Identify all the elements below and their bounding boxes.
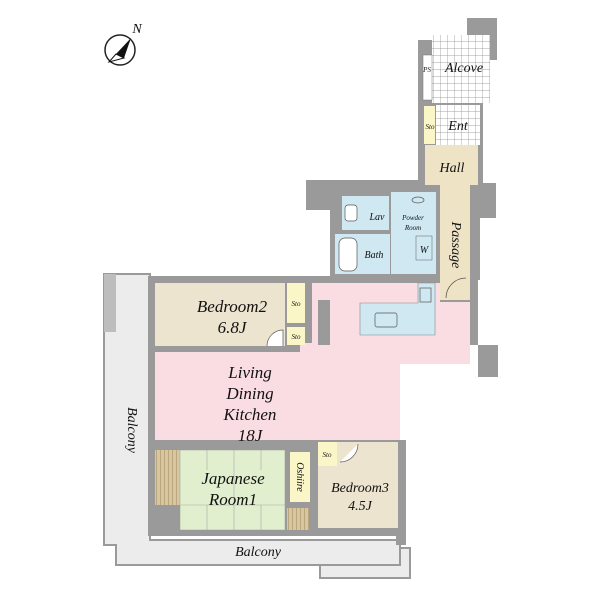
- alcove-label: Alcove: [444, 61, 483, 76]
- bedroom3-label: Bedroom3: [331, 481, 389, 496]
- north-label: N: [131, 22, 142, 37]
- hall-label: Hall: [439, 161, 465, 176]
- powder-label-1: Powder: [401, 214, 424, 222]
- bedroom2-door[interactable]: [266, 329, 284, 347]
- powder-room: [391, 192, 436, 274]
- ent-label: Ent: [447, 119, 469, 134]
- lav-label: Lav: [369, 212, 386, 223]
- bedroom2-storage-2[interactable]: [287, 327, 305, 345]
- japanese-label-1: Japanese: [201, 469, 265, 488]
- bathtub-icon: [338, 237, 358, 272]
- ldk-label-1: Living: [227, 363, 271, 382]
- toilet-icon: [344, 204, 358, 222]
- bedroom2-label: Bedroom2: [197, 297, 268, 316]
- ldk-label-3: Kitchen: [223, 405, 277, 424]
- tokonoma: [155, 450, 180, 505]
- oshiire-closet[interactable]: [290, 452, 310, 502]
- balcony-bottom-label: Balcony: [235, 545, 282, 560]
- bedroom2-size: 6.8J: [218, 318, 248, 337]
- bedroom3-door[interactable]: [339, 443, 359, 463]
- entry-door[interactable]: [445, 277, 467, 299]
- alcove-floor: [432, 35, 490, 103]
- sto-label: Sto: [292, 300, 301, 308]
- bedroom2-storage-1[interactable]: [287, 283, 305, 323]
- sink-icon: [411, 196, 425, 204]
- ldk-label-2: Dining: [225, 384, 273, 403]
- bath-label: Bath: [365, 250, 384, 261]
- japanese-label-2: Room1: [208, 490, 257, 509]
- passage-label: Passage: [448, 221, 463, 269]
- kitchen-counter: [359, 282, 436, 336]
- bedroom3-storage[interactable]: [318, 442, 337, 466]
- ent-sto-label: Sto: [426, 123, 435, 131]
- north-compass-icon: N: [104, 22, 142, 66]
- kitchen-sink-icon: [374, 312, 398, 328]
- balcony-left-label: Balcony: [124, 407, 139, 454]
- oshiire-label: Oshiire: [294, 462, 305, 492]
- ps-label: PS: [422, 66, 431, 74]
- hall-passage: [425, 145, 478, 300]
- washer-label: W: [420, 245, 430, 256]
- sto-label: Sto: [292, 333, 301, 341]
- powder-label-2: Room: [404, 224, 421, 232]
- ldk-size: 18J: [238, 426, 264, 445]
- bedroom2: [155, 283, 285, 346]
- stove-icon: [419, 287, 432, 303]
- entrance-floor: [436, 105, 480, 145]
- japanese-room1: [179, 449, 286, 531]
- balcony-area: [103, 273, 411, 579]
- sto-label: Sto: [323, 451, 332, 459]
- bedroom3-size: 4.5J: [348, 499, 373, 514]
